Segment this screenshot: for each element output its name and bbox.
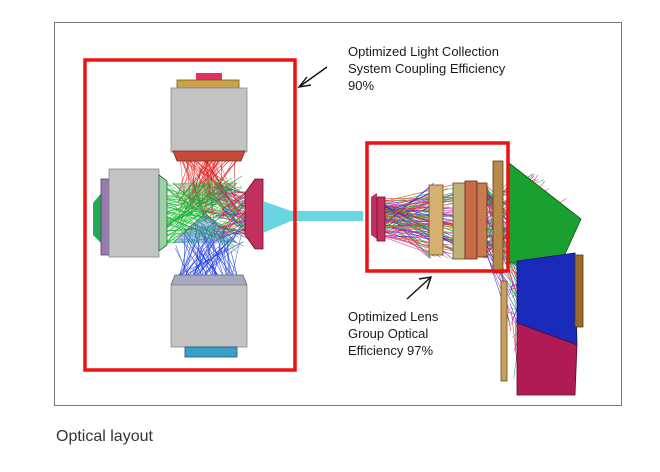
collector-lens: [244, 178, 264, 250]
top-led-module: [170, 73, 248, 162]
lens-group: [371, 180, 488, 260]
light-pipe: [263, 201, 363, 233]
light-collection-highlight-box: [83, 58, 297, 372]
combiner-cube: [172, 182, 238, 244]
figure-caption: Optical layout: [56, 428, 153, 445]
light-collection-annotation: Optimized Light Collection System Coupli…: [348, 44, 506, 93]
optical-layout-drawing: [83, 58, 584, 396]
optical-layout-figure: Optimized Light Collection System Coupli…: [54, 22, 622, 406]
lens-group-highlight-box: [365, 141, 510, 273]
lens-group-annotation: Optimized Lens Group Optical Efficiency …: [348, 309, 439, 358]
light-collection-arrow: [297, 66, 328, 88]
lens-group-arrow: [406, 276, 433, 300]
left-led-module: [93, 168, 168, 258]
bottom-led-module: [170, 274, 248, 358]
prism-assembly: [492, 160, 584, 396]
